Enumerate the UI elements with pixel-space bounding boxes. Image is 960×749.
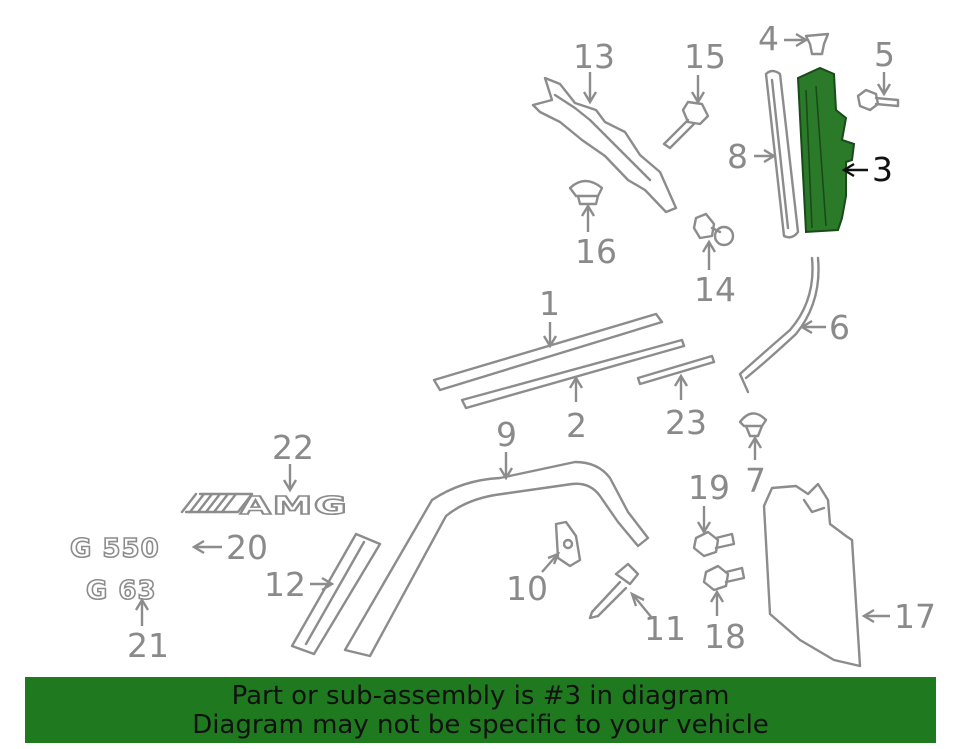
part-17-mudflap[interactable] — [762, 482, 862, 668]
callout-2-label: 2 — [566, 406, 587, 445]
callout-10: 10 — [506, 551, 561, 608]
notice-banner: Part or sub-assembly is #3 in diagram Di… — [25, 677, 936, 743]
part-19-bolt[interactable] — [692, 530, 736, 558]
amg-stripes — [180, 492, 254, 514]
callout-15: 15 — [684, 37, 726, 105]
part-5-bolt[interactable] — [856, 88, 900, 112]
part-10-bracket[interactable] — [554, 520, 582, 568]
callout-4: 4 — [758, 19, 809, 58]
g63-wordmark: G 63 — [86, 576, 157, 606]
callout-4-label: 4 — [758, 19, 779, 58]
callout-20: 20 — [191, 528, 268, 567]
callout-18-label: 18 — [704, 617, 746, 656]
part-12-trim[interactable] — [290, 532, 382, 656]
callout-17-label: 17 — [894, 597, 936, 636]
callout-22-label: 22 — [272, 428, 314, 467]
part-18-bolt[interactable] — [702, 564, 746, 592]
part-11-rivet[interactable] — [588, 562, 640, 620]
part-2-strip[interactable] — [460, 338, 686, 410]
notice-line-2: Diagram may not be specific to your vehi… — [192, 710, 769, 740]
callout-19-label: 19 — [688, 468, 730, 507]
callout-16-label: 16 — [575, 232, 617, 271]
part-23-strip[interactable] — [636, 354, 716, 386]
callout-9: 9 — [496, 415, 517, 481]
callout-3: 3 — [841, 150, 893, 189]
callout-17: 17 — [861, 597, 936, 636]
badge-20-g550[interactable]: G 550 — [69, 533, 160, 565]
g550-wordmark: G 550 — [70, 534, 160, 564]
callout-13: 13 — [573, 37, 615, 105]
callout-12: 12 — [264, 565, 335, 604]
callout-23: 23 — [665, 373, 707, 442]
callout-22: 22 — [272, 428, 314, 493]
part-3-pillar-trim[interactable] — [796, 66, 856, 234]
callout-18: 18 — [704, 589, 746, 656]
callout-5-label: 5 — [874, 35, 895, 74]
callout-23-label: 23 — [665, 403, 707, 442]
part-8-seal[interactable] — [764, 69, 800, 239]
callout-2: 2 — [566, 375, 587, 445]
callout-7: 7 — [745, 435, 766, 500]
callout-12-label: 12 — [264, 565, 306, 604]
part-7-clip[interactable] — [738, 412, 768, 438]
callout-16: 16 — [575, 203, 617, 271]
part-1-rail[interactable] — [432, 312, 664, 392]
callout-10-label: 10 — [506, 569, 548, 608]
callout-6-label: 6 — [829, 308, 850, 347]
callout-6: 6 — [799, 308, 850, 347]
callout-14: 14 — [694, 239, 736, 309]
part-14-pushpin[interactable] — [692, 212, 735, 247]
notice-line-1: Part or sub-assembly is #3 in diagram — [231, 681, 730, 711]
amg-wordmark: AMG — [240, 491, 348, 520]
callout-15-label: 15 — [684, 37, 726, 76]
part-13-bracket[interactable] — [531, 76, 678, 214]
callout-13-label: 13 — [573, 37, 615, 76]
callout-8: 8 — [727, 137, 777, 176]
callout-14-label: 14 — [694, 270, 736, 309]
callout-21: 21 — [127, 597, 169, 665]
callout-7-label: 7 — [745, 461, 766, 500]
part-16-clip[interactable] — [568, 179, 604, 206]
badge-21-g63[interactable]: G 63 — [85, 575, 157, 607]
callout-9-label: 9 — [496, 415, 517, 454]
callout-1-label: 1 — [539, 284, 560, 323]
callout-8-label: 8 — [727, 137, 748, 176]
callout-19: 19 — [688, 468, 730, 535]
callout-21-label: 21 — [127, 626, 169, 665]
part-4-clip[interactable] — [804, 32, 830, 56]
callout-11: 11 — [629, 591, 686, 648]
part-6-seal[interactable] — [738, 256, 820, 394]
callout-3-label: 3 — [872, 150, 893, 189]
part-15-bolt[interactable] — [662, 100, 710, 150]
callout-20-label: 20 — [226, 528, 268, 567]
callout-5: 5 — [874, 35, 895, 97]
callout-1: 1 — [539, 284, 560, 349]
badge-22-amg[interactable]: AMG — [180, 490, 348, 521]
part-9-flare[interactable] — [343, 460, 650, 658]
